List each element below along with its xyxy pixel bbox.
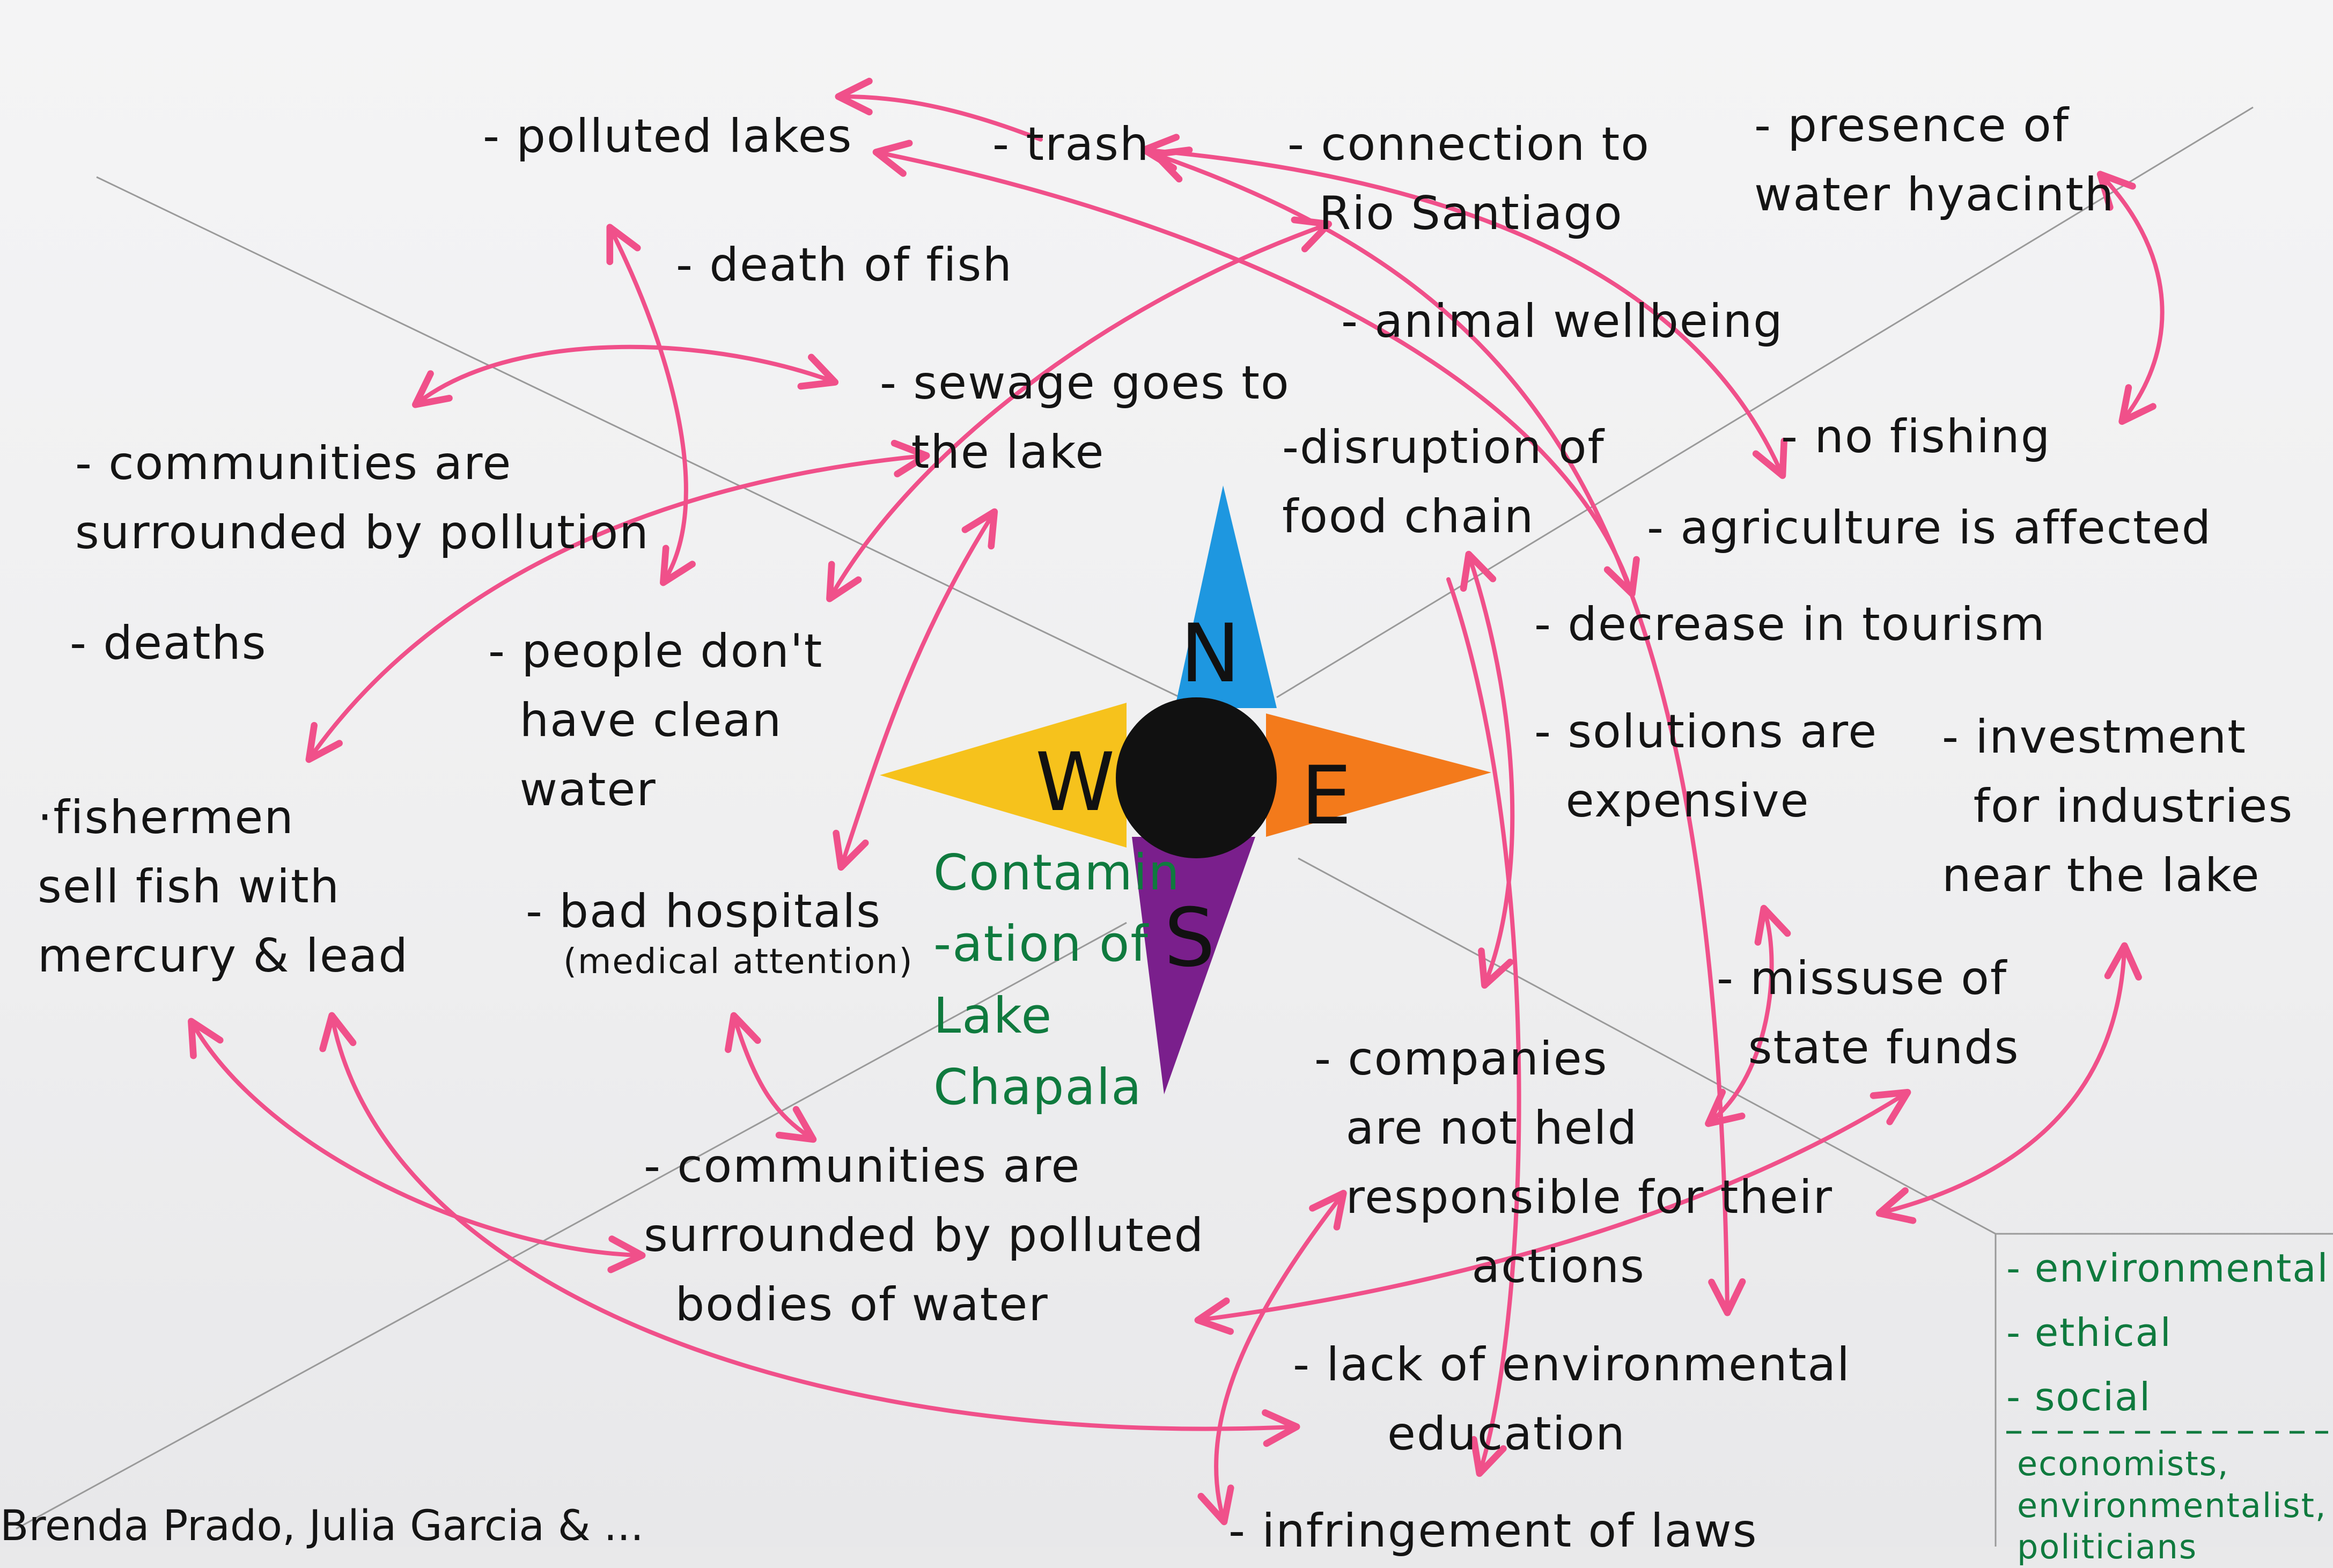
compass-east-point xyxy=(1266,713,1491,837)
node-water-hyacinth: - presence of water hyacinth xyxy=(1754,99,2115,222)
arrow-sewage-hospitals xyxy=(833,508,998,871)
node-decrease-tourism: - decrease in tourism xyxy=(1534,598,2046,651)
authors-caption: Brenda Prado, Julia Garcia & ... xyxy=(0,1502,644,1550)
arrow-hyacinth-no-fishing xyxy=(2096,171,2165,425)
node-people-clean-water: - people don't have clean water xyxy=(488,624,823,816)
node-agriculture-affected: - agriculture is affected xyxy=(1647,501,2212,555)
node-deaths: - deaths xyxy=(70,616,267,670)
node-death-of-fish: - death of fish xyxy=(676,238,1013,292)
legend-item-social: - social xyxy=(2006,1374,2152,1419)
diagram-title: Contamin -ation of Lake Chapala xyxy=(933,844,1181,1116)
legend-item-ethical: - ethical xyxy=(2006,1310,2172,1355)
node-solutions-expensive: - solutions are expensive xyxy=(1534,705,1878,828)
arrow-foodchain-infringement xyxy=(1446,577,1521,1477)
node-animal-wellbeing: - animal wellbeing xyxy=(1341,295,1784,348)
node-communities-water: - communities are surrounded by polluted… xyxy=(644,1139,1205,1331)
arrow-communities-sewage xyxy=(411,344,839,408)
arrow-sewage-fishermen xyxy=(305,439,930,763)
node-lack-education: - lack of environmental education xyxy=(1293,1338,1851,1461)
arrow-trash-polluted-lakes xyxy=(835,77,1043,142)
node-companies-responsible: - companies are not held responsible for… xyxy=(1314,1032,1833,1293)
node-no-fishing: - no fishing xyxy=(1781,410,2051,463)
node-bad-hospitals-sub: (medical attention) xyxy=(563,942,914,982)
arrow-foodchain-companies xyxy=(1460,550,1515,989)
compass-west-label: W xyxy=(1035,736,1115,829)
node-fishermen-mercury: ·fishermen sell fish with mercury & lead xyxy=(38,791,409,983)
arrow-investment-companies xyxy=(1875,942,2142,1224)
node-bad-hospitals: - bad hospitals xyxy=(526,885,882,938)
compass-center xyxy=(1116,697,1277,858)
compass-north-label: N xyxy=(1180,607,1240,701)
node-infringement-laws: - infringement of laws xyxy=(1228,1504,1758,1558)
legend-item-environmental: - environmental xyxy=(2006,1246,2329,1291)
compass-west-point xyxy=(880,703,1127,848)
node-disruption-food-chain: -disruption of food chain xyxy=(1282,421,1605,543)
arrow-fishermen-education xyxy=(319,1012,1300,1447)
node-investment-industries: - investment for industries near the lak… xyxy=(1942,710,2294,902)
legend-footer: economists, environmentalist, politician… xyxy=(2017,1444,2327,1566)
node-connection-rio-santiago: - connection to Rio Santiago xyxy=(1287,117,1650,240)
node-misuse-funds: - missuse of state funds xyxy=(1717,952,2020,1074)
arrow-hospitals-communities xyxy=(725,1012,817,1143)
compass-east-label: E xyxy=(1301,749,1352,843)
node-trash: - trash xyxy=(992,117,1150,171)
arrow-companies-infringement xyxy=(1197,1190,1347,1526)
node-communities-pollution: - communities are surrounded by pollutio… xyxy=(75,437,650,560)
arrow-fishermen-communities xyxy=(188,1018,646,1273)
node-sewage-lake: - sewage goes to the lake xyxy=(880,356,1290,479)
node-polluted-lakes: - polluted lakes xyxy=(483,109,853,163)
